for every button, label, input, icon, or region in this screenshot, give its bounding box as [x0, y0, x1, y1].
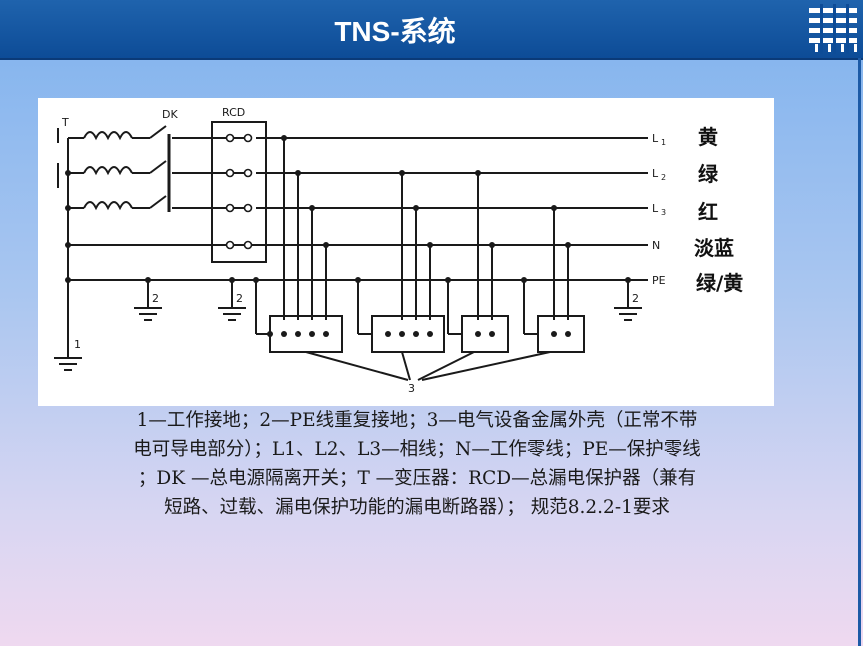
label-switch: DK	[162, 108, 178, 121]
label-l2-sub: 2	[661, 173, 666, 182]
slide-title: TNS-系统	[334, 16, 456, 47]
label-pe: PE	[652, 274, 666, 287]
label-l1: L	[652, 132, 659, 145]
caption-line-4: 短路、过载、漏电保护功能的漏电断路器）； 规范8.2.2-1要求	[164, 497, 670, 518]
caption-line-3: ；DK —总电源隔离开关；T —变压器：RCD—总漏电保护器（兼有	[137, 468, 697, 489]
color-label-n: 淡蓝	[694, 236, 734, 260]
color-label-l3: 红	[698, 200, 718, 224]
color-label-l2: 绿	[698, 162, 719, 186]
label-l2: L	[652, 167, 659, 180]
color-label-l1: 黄	[698, 125, 718, 149]
caption-line-1: 1—工作接地；2—PE线重复接地；3—电气设备金属外壳（正常不带	[136, 410, 698, 431]
label-n: N	[652, 239, 660, 252]
label-enclosure: 3	[408, 382, 415, 395]
circuit-svg: T DK RCD L 1 L 2 L 3 N PE 1 2 2 2 3 黄 绿 …	[54, 106, 743, 395]
right-rule	[858, 58, 861, 646]
label-l3-sub: 3	[661, 208, 666, 217]
diagram-caption: 1—工作接地；2—PE线重复接地；3—电气设备金属外壳（正常不带 电可导电部分）…	[52, 406, 782, 522]
label-ground-2c: 2	[632, 292, 639, 305]
color-label-pe: 绿/黄	[696, 271, 743, 295]
title-bar: TNS-系统	[0, 0, 863, 60]
label-ground-2a: 2	[152, 292, 159, 305]
label-l1-sub: 1	[661, 138, 666, 147]
caption-line-2: 电可导电部分）；L1、L2、L3—相线；N—工作零线；PE—保护零线	[133, 439, 701, 460]
tns-diagram: T DK RCD L 1 L 2 L 3 N PE 1 2 2 2 3 黄 绿 …	[38, 98, 774, 406]
label-ground-2b: 2	[236, 292, 243, 305]
label-l3: L	[652, 202, 659, 215]
label-transformer: T	[61, 116, 69, 129]
logo-icon	[809, 4, 857, 54]
label-rcd: RCD	[222, 106, 245, 119]
label-ground-1: 1	[74, 338, 81, 351]
